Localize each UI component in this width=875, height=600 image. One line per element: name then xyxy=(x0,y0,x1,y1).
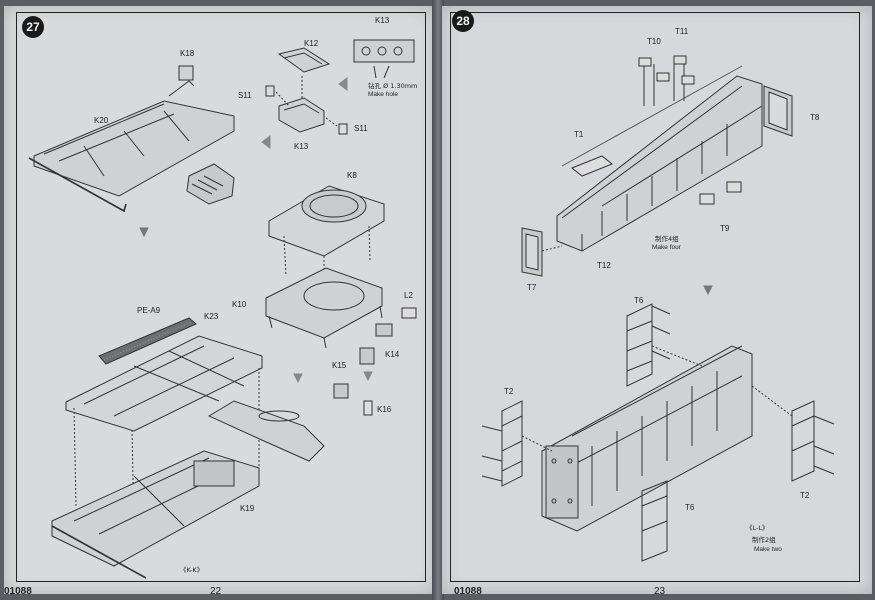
kit-code: 01088 xyxy=(4,586,32,597)
k8-turret-ring-part xyxy=(268,185,385,291)
page-frame xyxy=(450,12,860,582)
t2-ladder-left xyxy=(481,400,523,487)
label-k20: K20 xyxy=(94,116,109,125)
k12-part xyxy=(277,47,331,73)
k19-chassis-part xyxy=(51,450,260,579)
label-k14: K14 xyxy=(385,350,400,359)
k23-frame-part xyxy=(65,335,263,527)
label-t1: T1 xyxy=(574,130,584,139)
label-t12: T12 xyxy=(597,261,611,270)
t8-frame-part xyxy=(763,85,793,137)
t7-frame-part xyxy=(521,227,543,277)
view-label-ll: 《L-L》 xyxy=(746,524,768,532)
t6-ladder-top xyxy=(626,303,671,387)
label-pe-a9: PE-A9 xyxy=(137,306,161,315)
book-spine xyxy=(432,0,444,600)
label-k10: K10 xyxy=(232,300,247,309)
page-frame xyxy=(16,12,426,582)
label-s11-b: S11 xyxy=(354,124,368,133)
make-four-en: Make four xyxy=(652,244,682,251)
step-number-badge: 27 xyxy=(22,16,44,38)
pe-a9-grille-part xyxy=(98,317,197,365)
step-27-diagram: K13 K18 K12 K20 S11 S11 K13 钻孔 Ø 1.30mm … xyxy=(28,16,417,579)
step-number-badge: 28 xyxy=(452,10,474,32)
k10-base-part xyxy=(265,267,383,349)
label-t8: T8 xyxy=(810,113,820,122)
page-number: 22 xyxy=(210,586,222,597)
make-two-cn: 制作2组 xyxy=(752,535,776,544)
label-k18: K18 xyxy=(180,49,195,58)
label-k19: K19 xyxy=(240,504,255,513)
label-l2: L2 xyxy=(404,291,413,300)
label-k23: K23 xyxy=(204,312,219,321)
label-t2-right: T2 xyxy=(800,491,810,500)
k13-drill-detail xyxy=(353,39,415,79)
label-t11: T11 xyxy=(675,27,689,36)
hole-note-en: Make hole xyxy=(368,91,398,98)
view-label-kk: 《K-K》 xyxy=(180,566,203,574)
k20-frame-part xyxy=(28,65,235,213)
t1-long-box-part xyxy=(556,65,763,252)
hole-note-cn: 钻孔 Ø 1.30mm xyxy=(368,81,417,90)
label-s11-a: S11 xyxy=(238,91,252,100)
page-number: 23 xyxy=(654,586,666,597)
label-t2-left: T2 xyxy=(504,387,514,396)
label-t6-top: T6 xyxy=(634,296,644,305)
label-k16: K16 xyxy=(377,405,392,414)
side-equipment-part xyxy=(207,400,325,462)
step-28-diagram: T11 T10 T1 T8 T9 制作4组 Make four T12 T7 T… xyxy=(481,27,835,562)
instruction-page-left: 27 xyxy=(4,6,434,597)
label-k12: K12 xyxy=(304,39,319,48)
label-t6-bottom: T6 xyxy=(685,503,695,512)
label-k15: K15 xyxy=(332,361,347,370)
label-k13-mid: K13 xyxy=(294,142,309,151)
make-four-cn: 制作4组 xyxy=(655,234,679,243)
label-t10: T10 xyxy=(647,37,661,46)
label-t7: T7 xyxy=(527,283,537,292)
ll-assembly-part xyxy=(541,345,753,532)
k20-box-part xyxy=(186,163,235,205)
label-t9: T9 xyxy=(720,224,730,233)
k13-part xyxy=(278,97,325,133)
kit-code: 01088 xyxy=(454,586,482,597)
label-k8: K8 xyxy=(347,171,357,180)
label-k13-top: K13 xyxy=(375,16,390,25)
instruction-page-right: 28 xyxy=(442,6,872,597)
t2-ladder-right xyxy=(791,400,835,482)
make-two-en: Make two xyxy=(754,546,782,553)
t6-ladder-bottom xyxy=(641,480,668,562)
